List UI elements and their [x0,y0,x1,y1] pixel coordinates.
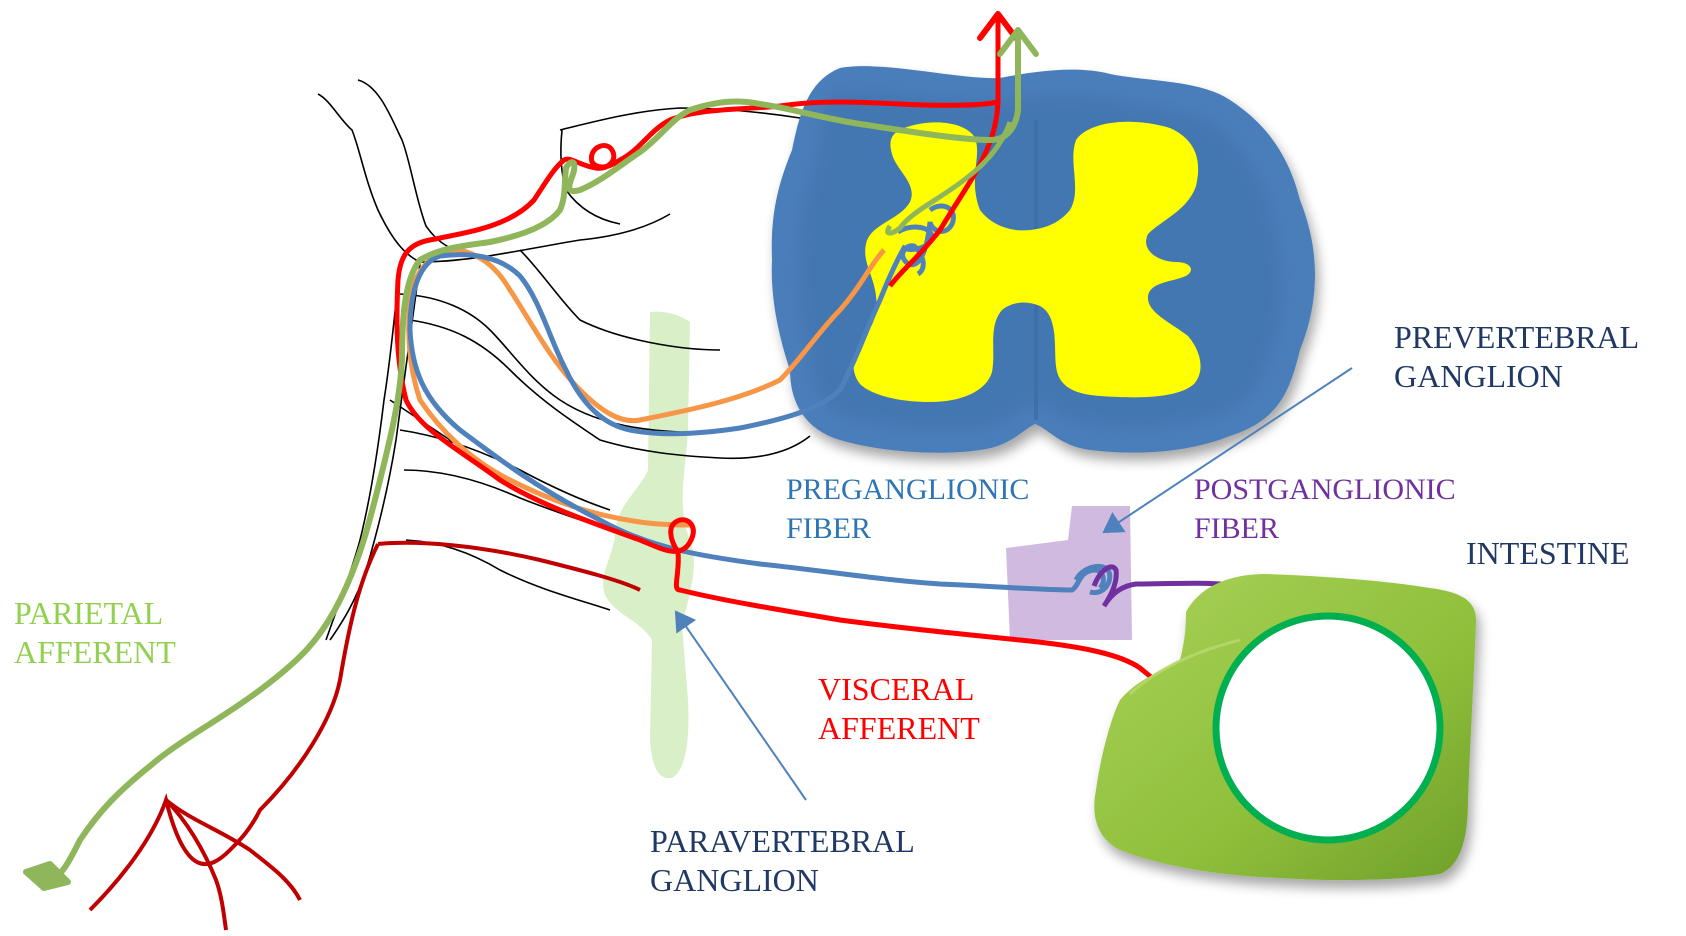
paravertebral-ganglion-line1: PARAVERTEBRAL [650,822,915,861]
postganglionic-fiber-line2: FIBER [1194,509,1456,548]
preganglionic-fiber-line1: PREGANGLIONIC [786,470,1029,509]
preganglionic-fiber-label: PREGANGLIONIC FIBER [786,470,1029,548]
intestine [1094,574,1476,880]
visceral-afferent-line2: AFFERENT [818,709,980,748]
nerve-outlines [318,80,810,640]
paravertebral-pointer [676,612,806,800]
paravertebral-ganglion-line2: GANGLION [650,861,915,900]
prevertebral-ganglion-line2: GANGLION [1394,357,1639,396]
parietal-afferent-label: PARIETAL AFFERENT [14,594,176,672]
intestine-line1: INTESTINE [1466,534,1630,573]
postganglionic-fiber-label: POSTGANGLIONIC FIBER [1194,470,1456,548]
visceral-afferent-label: VISCERAL AFFERENT [818,670,980,748]
intestine-lumen [1216,616,1440,840]
prevertebral-ganglion-line1: PREVERTEBRAL [1394,318,1639,357]
parietal-afferent-line1: PARIETAL [14,594,176,633]
preganglionic-fiber-line2: FIBER [786,509,1029,548]
prevertebral-ganglion-label: PREVERTEBRAL GANGLION [1394,318,1639,396]
parietal-afferent-line2: AFFERENT [14,633,176,672]
visceral-afferent-line1: VISCERAL [818,670,980,709]
postganglionic-fiber-line1: POSTGANGLIONIC [1194,470,1456,509]
paravertebral-ganglion-label: PARAVERTEBRAL GANGLION [650,822,915,900]
intestine-label: INTESTINE [1466,534,1630,573]
